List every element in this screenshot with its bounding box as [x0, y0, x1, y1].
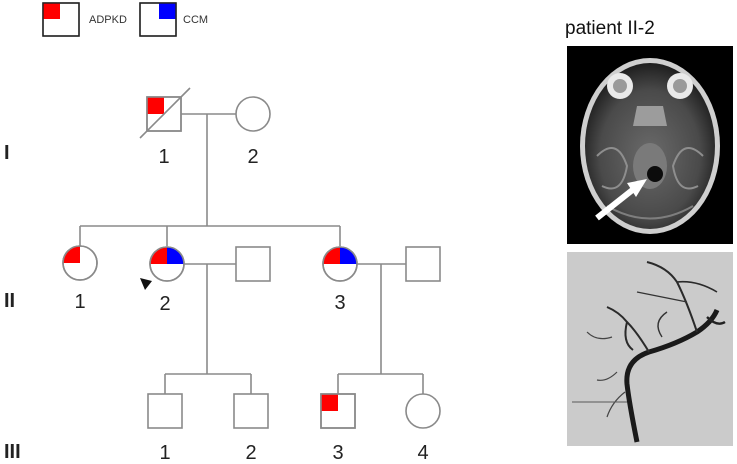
- mri-arrow-head: [627, 179, 647, 197]
- individual-II-1: [62, 245, 98, 281]
- adpkd-marker: [321, 394, 338, 411]
- legend: [42, 2, 177, 37]
- image-title: patient II-2: [565, 18, 655, 39]
- individual-I-2: [235, 96, 271, 132]
- individual-II-2: [149, 246, 185, 282]
- angiography-image: [567, 252, 733, 446]
- pedigree-lines: [79, 113, 424, 394]
- individual-number-II-1: 1: [74, 291, 85, 313]
- individual-number-III-1: 1: [159, 442, 170, 464]
- individual-III-1: [147, 393, 183, 429]
- adpkd-marker: [147, 97, 164, 114]
- mri-arrow-shaft: [595, 185, 637, 221]
- generation-label-I: I: [4, 142, 10, 164]
- ccm-marker: [167, 247, 184, 264]
- individual-number-II-3: 3: [334, 292, 345, 314]
- adpkd-marker: [63, 246, 80, 263]
- deceased-slash: [139, 87, 191, 139]
- legend-adpkd-label: ADPKD: [89, 14, 127, 26]
- individual-number-III-3: 3: [332, 442, 343, 464]
- adpkd-marker: [150, 247, 167, 264]
- individual-III-4: [405, 393, 441, 429]
- generation-label-III: III: [4, 441, 21, 463]
- individual-II-3: [322, 246, 358, 282]
- mri-image: [567, 46, 733, 244]
- ccm-marker: [340, 247, 357, 264]
- individual-number-II-2: 2: [159, 293, 170, 315]
- individual-number-I-2: 2: [247, 146, 258, 168]
- individual-number-III-4: 4: [417, 442, 428, 464]
- legend-ccm-label: CCM: [183, 14, 209, 26]
- individual-II-3-spouse: [405, 246, 441, 282]
- legend-adpkd-symbol: [42, 2, 80, 37]
- legend-ccm-symbol: [139, 2, 177, 37]
- legend-ccm-swatch: [159, 3, 176, 19]
- individual-number-III-2: 2: [245, 442, 256, 464]
- individual-III-3: [320, 393, 356, 429]
- individual-III-2: [233, 393, 269, 429]
- individual-II-2-spouse: [235, 246, 271, 282]
- proband-arrow: [140, 278, 152, 290]
- individual-number-I-1: 1: [158, 146, 169, 168]
- generation-label-II: II: [4, 290, 16, 312]
- individual-I-1: [139, 87, 191, 139]
- legend-adpkd-swatch: [43, 3, 60, 19]
- adpkd-marker: [323, 247, 340, 264]
